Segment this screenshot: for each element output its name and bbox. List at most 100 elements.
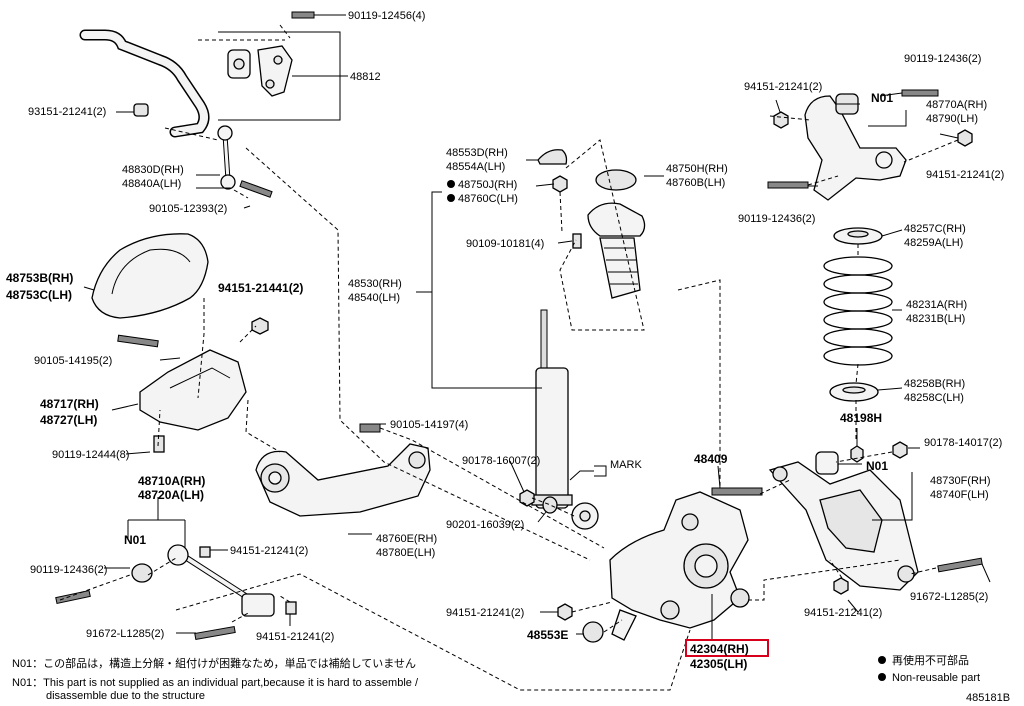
label-94151-21241-r3: 94151-21241(2) [804, 607, 882, 619]
label-48710a: 48710A(RH) [138, 474, 205, 488]
highlight-box-42304 [685, 639, 769, 657]
label-48553d: 48553D(RH) [446, 147, 508, 159]
nut-93151 [133, 103, 149, 117]
note-n01-english-line2: disassemble due to the structure [46, 690, 205, 702]
label-48760e: 48760E(RH) [376, 533, 437, 545]
label-90201-16039: 90201-16039(2) [446, 519, 524, 531]
label-48760c: 48760C(LH) [458, 193, 518, 205]
label-94151-21241-r1: 94151-21241(2) [744, 81, 822, 93]
stabilizer-link [217, 125, 273, 198]
label-48790: 48790(LH) [926, 113, 978, 125]
figure-id: 485181B [966, 692, 1010, 704]
lateral-rod-48710a [131, 544, 275, 617]
footnotes: N01：この部品は，構造上分解・組付けが困難なため，単品では補給していません N… [12, 656, 419, 702]
label-90178-14017: 90178-14017(2) [924, 437, 1002, 449]
label-94151-21241-a: 94151-21241(2) [230, 545, 308, 557]
rear-knuckle-42304 [609, 491, 750, 641]
label-90105-14195: 90105-14195(2) [34, 355, 112, 367]
label-48198h: 48198H [840, 411, 882, 425]
legend: 再使用不可部品 Non-reusable part [878, 653, 980, 684]
label-48231a: 48231A(RH) [906, 299, 967, 311]
label-48830d: 48830D(RH) [122, 164, 184, 176]
label-90178-16007: 90178-16007(2) [462, 455, 540, 467]
label-48553e: 48553E [527, 628, 568, 642]
shock-upper-support-48750h [587, 169, 646, 299]
bolt-48409 [711, 487, 763, 496]
nut-94151-21241-a [199, 546, 211, 558]
label-48717: 48717(RH) [40, 397, 99, 411]
label-48231b: 48231B(LH) [906, 313, 965, 325]
note-n01-japanese: N01：この部品は，構造上分解・組付けが困難なため，単品では補給していません [12, 656, 416, 670]
bolt-90119-12436-left [55, 589, 91, 605]
bushing-48553e [582, 621, 604, 643]
label-48750h: 48750H(RH) [666, 163, 728, 175]
label-90119-12444: 90119-12444(8) [52, 449, 129, 461]
suspension-cover [91, 233, 209, 319]
label-94151-21241-r2: 94151-21241(2) [926, 169, 1004, 181]
shock-absorber-48530 [531, 309, 599, 530]
nut-90178-16007 [519, 489, 535, 507]
label-48554a: 48554A(LH) [446, 161, 505, 173]
label-48780e: 48780E(LH) [376, 547, 435, 559]
label-48540: 48540(LH) [348, 292, 400, 304]
nut-48750j [552, 175, 568, 193]
label-90119-12436-left: 90119-12436(2) [30, 564, 107, 576]
label-48730f: 48730F(RH) [930, 475, 991, 487]
label-48258c: 48258C(LH) [904, 392, 964, 404]
label-48840a: 48840A(LH) [122, 178, 181, 190]
label-48770a: 48770A(RH) [926, 99, 987, 111]
label-90119-12436-r1: 90119-12436(2) [904, 53, 981, 65]
label-48727: 48727(LH) [40, 413, 97, 427]
label-91672-l1285-right: 91672-L1285(2) [910, 591, 988, 603]
coil-spring-48231a [823, 256, 893, 366]
label-n01-r1: N01 [871, 91, 893, 105]
legend-dot-icon-jp [878, 656, 886, 664]
nut-90178-14017 [892, 441, 908, 459]
label-94151-21441: 94151-21441(2) [218, 281, 303, 295]
label-90105-12393: 90105-12393(2) [149, 203, 227, 215]
bolt-90119-12456 [291, 11, 315, 19]
bolt-90105-14197 [359, 423, 381, 433]
label-48760b: 48760B(LH) [666, 177, 725, 189]
label-48257c: 48257C(RH) [904, 223, 966, 235]
cap-48553d [537, 149, 568, 165]
label-90105-14197: 90105-14197(4) [390, 419, 468, 431]
label-94151-21241-b: 94151-21241(2) [256, 631, 334, 643]
nut-94151-21241-r3 [833, 577, 849, 595]
bolt-91672-l1285-left [194, 625, 236, 641]
label-48753b: 48753B(RH) [6, 271, 73, 285]
nut-94151-21441 [251, 317, 269, 335]
non-reusable-marker-48750j [447, 180, 455, 188]
label-48530: 48530(RH) [348, 278, 402, 290]
label-48720a: 48720A(LH) [138, 488, 204, 502]
bolt-90119-12444 [153, 435, 165, 453]
label-48259a: 48259A(LH) [904, 237, 963, 249]
label-n01-r2: N01 [866, 459, 888, 473]
nut-94151-21241-b [285, 601, 297, 615]
bracket-48717 [139, 349, 247, 431]
note-n01-english-line1: N01：This part is not supplied as an indi… [12, 677, 419, 689]
bumper-48198h [850, 445, 864, 463]
bolt-90109-10181 [572, 233, 582, 249]
nut-94151-21241-r2 [957, 129, 973, 147]
stabilizer-bushing-bracket [227, 45, 293, 97]
label-42304: 42304(RH) [690, 642, 749, 656]
lower-arm-48730f [768, 451, 919, 591]
label-93151-21241: 93151-21241(2) [28, 106, 106, 118]
bolt-90119-12436-r2 [767, 181, 809, 189]
bolt-90119-12436-r1 [901, 89, 939, 97]
label-mark: MARK [610, 459, 642, 471]
part-labels: 90119-12456(4) 48812 93151-21241(2) 4883… [6, 10, 1004, 671]
label-90119-12436-r2: 90119-12436(2) [738, 213, 815, 225]
label-48750j: 48750J(RH) [458, 179, 517, 191]
label-94151-21241-c: 94151-21241(2) [446, 607, 524, 619]
label-90119-12456: 90119-12456(4) [348, 10, 425, 22]
label-48258b: 48258B(RH) [904, 378, 965, 390]
upper-arm-48760e [255, 443, 431, 517]
label-48753c: 48753C(LH) [6, 288, 72, 302]
label-48409: 48409 [694, 452, 728, 466]
bolt-90105-14195 [117, 334, 159, 348]
label-n01-left: N01 [124, 533, 146, 547]
legend-dot-icon-en [878, 673, 886, 681]
